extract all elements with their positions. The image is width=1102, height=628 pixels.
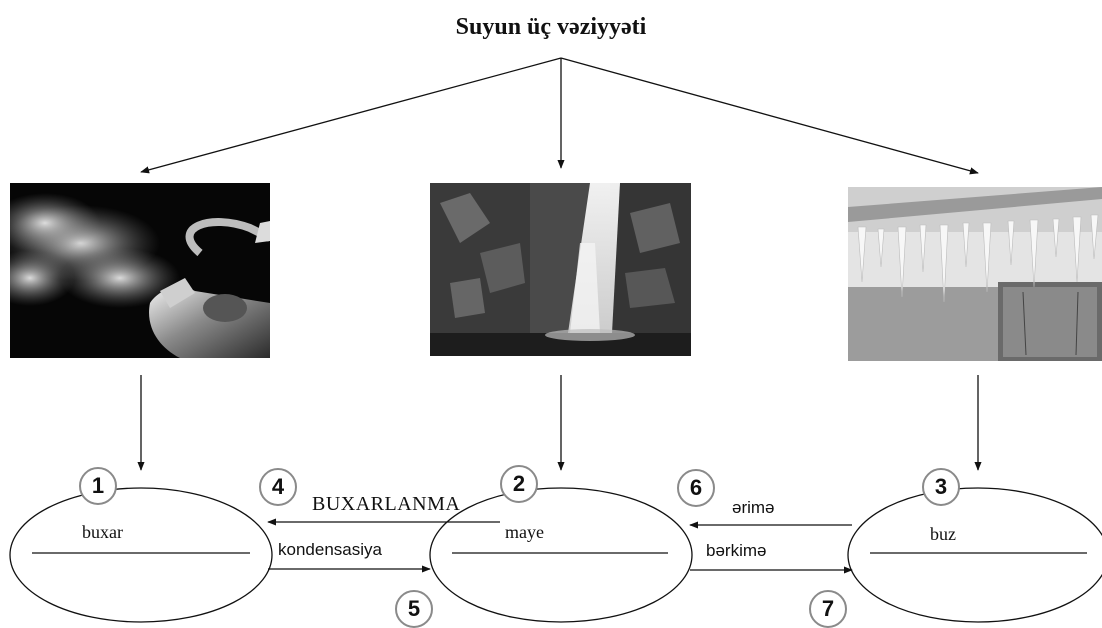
state-ellipse-buz (847, 487, 1102, 623)
badge-transition-5: 5 (395, 590, 433, 628)
arrow-title-to-icicles (560, 57, 979, 175)
transition-label-buxarlanma: BUXARLANMA (312, 493, 461, 515)
state-label-maye: maye (505, 522, 544, 542)
diagram-title: Suyun üç vəziyyəti (455, 14, 647, 40)
state-label-buxar: buxar (82, 522, 123, 542)
badge-state-3: 3 (922, 468, 960, 506)
badge-state-1: 1 (79, 467, 117, 505)
badge-transition-4: 4 (259, 468, 297, 506)
state-ellipse-buxar (9, 487, 273, 623)
waterfall-image (430, 183, 691, 356)
state-ellipse-maye (429, 487, 693, 623)
transition-label-kondensasiya: kondensasiya (278, 540, 382, 559)
steaming-kettle-image (10, 183, 270, 358)
badge-state-2: 2 (500, 465, 538, 503)
transition-label-berkime: bərkimə (706, 541, 767, 560)
badge-transition-7: 7 (809, 590, 847, 628)
state-label-buz: buz (930, 524, 956, 544)
arrow-title-to-steam (140, 57, 562, 174)
transition-label-erime: ərimə (732, 498, 775, 517)
badge-transition-6: 6 (677, 469, 715, 507)
icicles-image (848, 187, 1102, 361)
